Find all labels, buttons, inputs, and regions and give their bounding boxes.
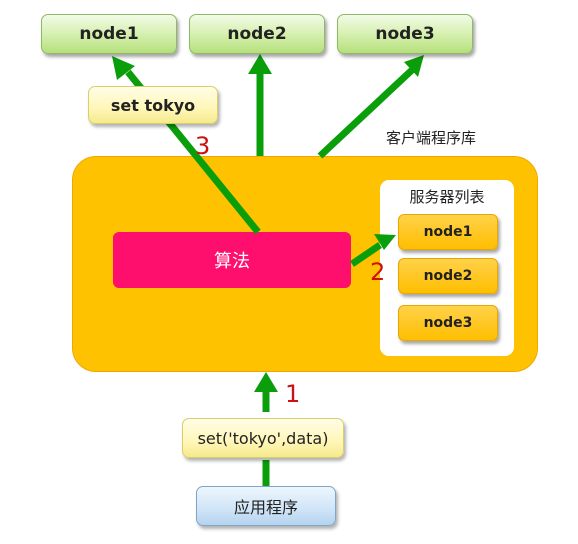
arrow-library-to-node2-head <box>248 54 272 74</box>
arrow-algorithm-to-serverlist <box>350 242 382 267</box>
server-list-title: 服务器列表 <box>409 188 485 206</box>
server-list-node3: node3 <box>398 305 498 341</box>
set-call-box: set('tokyo',data) <box>182 418 344 458</box>
top-node2: node2 <box>189 14 325 54</box>
step-number-3: 3 <box>195 132 211 160</box>
step-number-2: 2 <box>370 258 386 286</box>
arrow-call-to-library-head <box>254 372 278 392</box>
arrow-library-to-node3-head <box>404 55 424 77</box>
client-library-label: 客户端程序库 <box>386 129 477 147</box>
step-number-1: 1 <box>285 380 301 408</box>
arrow-algorithm-to-node1-head <box>112 56 135 80</box>
algorithm-box: 算法 <box>113 232 351 288</box>
set-tokyo-box: set tokyo <box>88 86 218 124</box>
application-box: 应用程序 <box>196 486 336 526</box>
server-list-node2: node2 <box>398 258 498 294</box>
server-list-node1: node1 <box>398 214 498 250</box>
top-node1: node1 <box>41 14 177 54</box>
top-node3: node3 <box>337 14 473 54</box>
arrow-library-to-node3 <box>317 67 415 159</box>
arrow-algorithm-to-serverlist-head <box>374 234 396 250</box>
